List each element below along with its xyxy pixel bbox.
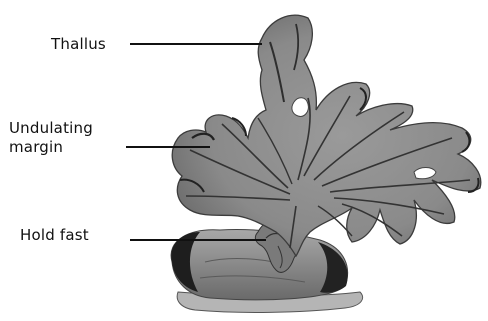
undulating-margin-label: Undulating margin bbox=[9, 119, 93, 157]
thallus-label: Thallus bbox=[51, 35, 106, 54]
hold-fast-label: Hold fast bbox=[20, 226, 89, 245]
thallus-blade bbox=[172, 15, 481, 256]
